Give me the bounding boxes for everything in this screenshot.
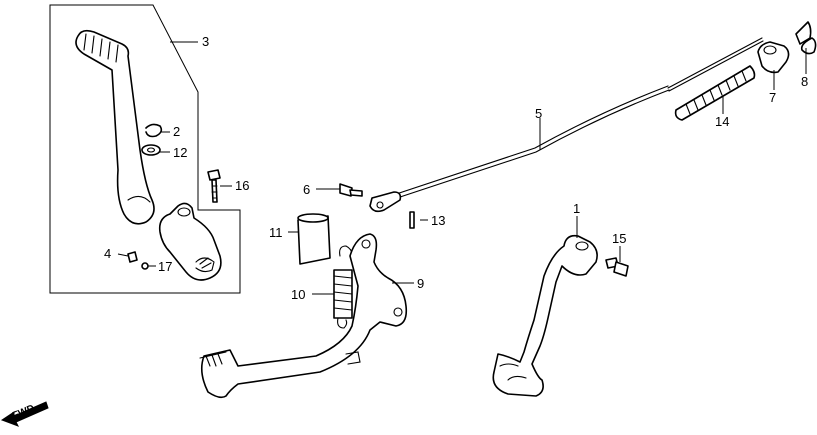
callout-13: 13 (431, 213, 445, 228)
small-washer (141, 262, 149, 270)
callout-12: 12 (173, 145, 187, 160)
rod-bolt (339, 183, 363, 197)
callout-2: 2 (173, 124, 180, 139)
leader-lines (117, 41, 807, 295)
pivot-collar (297, 213, 331, 265)
callout-15: 15 (612, 231, 626, 246)
callout-5: 5 (535, 106, 542, 121)
rod-joint (757, 41, 790, 74)
callout-8: 8 (801, 74, 808, 89)
brake-pedal (199, 233, 408, 399)
callout-1: 1 (573, 201, 580, 216)
callout-4: 4 (104, 246, 111, 261)
arrow-left-icon (0, 401, 49, 427)
callout-6: 6 (303, 182, 310, 197)
adjusting-nut (795, 21, 817, 55)
kick-starter-boss (158, 202, 222, 281)
cotter-pin (409, 211, 415, 229)
circlip (145, 123, 163, 138)
fwd-direction-marker: FWD (0, 401, 49, 427)
small-bolt (127, 251, 138, 263)
pinch-bolt (207, 169, 221, 203)
callout-11: 11 (269, 225, 283, 240)
rod-spring (674, 65, 756, 121)
callout-16: 16 (235, 178, 249, 193)
callout-14: 14 (715, 114, 729, 129)
kick-starter-arm (75, 29, 155, 225)
brake-rod (369, 37, 764, 213)
callout-10: 10 (291, 287, 305, 302)
gear-pedal-bolt (605, 257, 629, 277)
callout-3: 3 (202, 34, 209, 49)
callout-17: 17 (158, 259, 172, 274)
brake-pedal-spring (333, 245, 353, 329)
kick-starter-group-frame (49, 4, 241, 294)
washer (141, 144, 161, 156)
callout-7: 7 (769, 90, 776, 105)
gear-change-pedal (492, 234, 598, 397)
callout-9: 9 (417, 276, 424, 291)
